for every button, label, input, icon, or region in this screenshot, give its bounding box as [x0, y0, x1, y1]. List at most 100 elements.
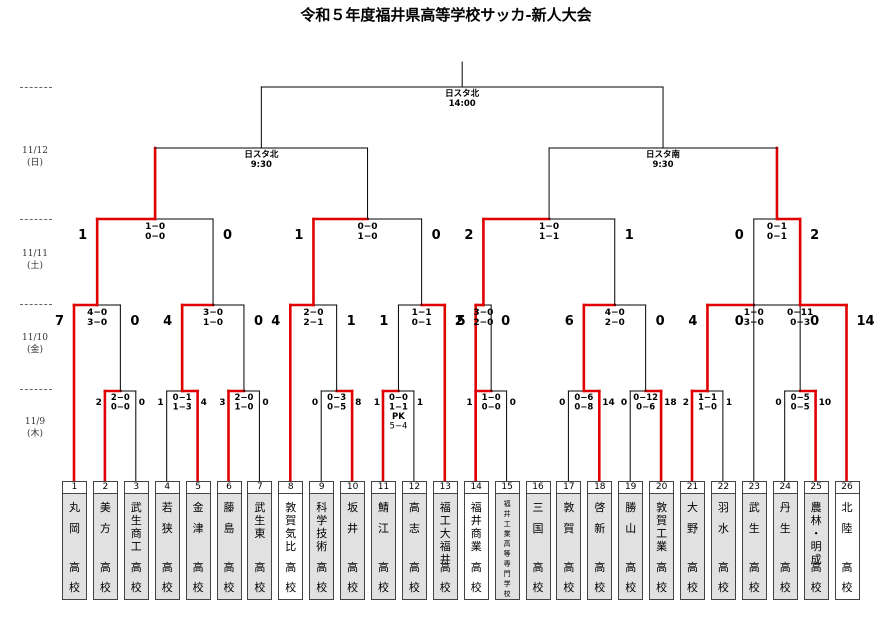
half-score: 1−1 — [698, 393, 717, 403]
half-score: 0−0 — [358, 222, 378, 232]
team-score: 1 — [379, 314, 388, 329]
team-name: 啓新 — [594, 501, 606, 535]
team-score: 5 — [457, 314, 466, 329]
team-name: 武生 — [748, 501, 760, 535]
team-school-suffix: 高校 — [254, 561, 266, 594]
team-school-suffix: 高校 — [316, 561, 328, 594]
half-score: 4−0 — [87, 308, 107, 318]
half-score: 3−0 — [87, 318, 107, 328]
half-score: 0−6 — [636, 403, 655, 413]
team-school-suffix: 高校 — [408, 561, 420, 594]
team-score: 0 — [130, 314, 139, 329]
team-school-suffix: 高校 — [99, 561, 111, 594]
half-score: 3−0 — [203, 308, 223, 318]
team-name: 藤島 — [223, 501, 235, 535]
team-score: 4 — [201, 398, 207, 408]
team-score: 8 — [355, 398, 361, 408]
team-name: 高志 — [408, 501, 420, 535]
half-score: 1−0 — [698, 403, 717, 413]
date-label-round1: 11/9 (木) — [12, 416, 58, 440]
team-score: 0 — [432, 228, 441, 243]
team-school-suffix: 高校 — [748, 561, 760, 594]
date-label-quarterfinal: 11/11 (土) — [12, 248, 58, 272]
date-day: 11/12 — [22, 146, 48, 156]
half-score: 0−5 — [791, 403, 810, 413]
team-name: 鯖江 — [378, 501, 389, 535]
team-score: 0 — [501, 314, 510, 329]
half-score: 2−0 — [234, 393, 253, 403]
team-score: 1 — [466, 398, 472, 408]
half-score: 0−11 — [787, 308, 813, 318]
pk-label: PK — [392, 412, 405, 422]
half-score: 2−0 — [111, 393, 130, 403]
team-score: 10 — [819, 398, 832, 408]
team-school-suffix: 高校 — [285, 561, 297, 594]
team-number: 22 — [711, 482, 735, 494]
team-school-suffix: 高校 — [223, 561, 235, 594]
half-score: 0−0 — [389, 393, 408, 403]
half-score: 1−1 — [539, 232, 559, 242]
team-school-suffix: 高校 — [594, 561, 606, 594]
team-score: 0 — [559, 398, 565, 408]
date-day: 11/11 — [22, 249, 48, 259]
team-number: 18 — [588, 482, 612, 494]
team-score: 7 — [55, 314, 64, 329]
team-score: 0 — [621, 398, 627, 408]
team-score: 1 — [157, 398, 163, 408]
team-number: 8 — [279, 482, 303, 494]
team-number: 9 — [310, 482, 334, 494]
date-weekday: (木) — [26, 429, 44, 439]
team-number: 2 — [93, 482, 117, 494]
half-score: 0−0 — [111, 403, 130, 413]
date-label-semifinal: 11/12 (日) — [12, 145, 58, 169]
team-number: 3 — [124, 482, 148, 494]
team-score: 0 — [254, 314, 263, 329]
team-number: 21 — [681, 482, 704, 494]
team-name: 敦賀気比 — [285, 501, 297, 553]
team-name: 敦賀 — [563, 501, 575, 535]
team-school-suffix: 高校 — [532, 561, 544, 594]
team-school-suffix: 高校 — [439, 561, 451, 594]
venue-label: 日スタ北 — [445, 88, 480, 99]
team-name: 大野 — [687, 501, 698, 535]
half-score: 1−1 — [412, 308, 432, 318]
pk-score: 5−4 — [389, 422, 407, 432]
team-score: 1 — [294, 228, 303, 243]
team-number: 6 — [217, 482, 241, 494]
team-score: 0 — [775, 398, 781, 408]
team-score: 0 — [735, 314, 744, 329]
team-school-suffix: 高校 — [69, 561, 80, 594]
team-name: 農林・明成 — [810, 501, 822, 566]
team-score: 1 — [347, 314, 356, 329]
team-number: 1 — [63, 482, 86, 494]
team-school-suffix: 高校 — [378, 561, 389, 594]
team-name: 金津 — [192, 501, 204, 535]
team-school-suffix: 高校 — [687, 561, 698, 594]
team-number: 17 — [557, 482, 581, 494]
team-box-23: 23 武生高校 — [741, 481, 767, 600]
team-score: 1 — [78, 228, 87, 243]
match-time: 9:30 — [251, 160, 272, 170]
team-score: 0 — [139, 398, 145, 408]
team-score: 4 — [163, 314, 172, 329]
team-school-suffix: 高校 — [563, 561, 575, 594]
team-score: 4 — [271, 314, 280, 329]
team-number: 19 — [619, 482, 643, 494]
team-score: 1 — [726, 398, 732, 408]
team-number: 26 — [835, 482, 859, 494]
half-score: 0−6 — [574, 393, 593, 403]
team-score: 0 — [735, 228, 744, 243]
half-score: 0−8 — [574, 403, 593, 413]
team-number: 24 — [773, 482, 797, 494]
team-name: 羽水 — [717, 501, 729, 535]
team-score: 2 — [455, 314, 464, 329]
team-score: 1 — [374, 398, 380, 408]
team-number: 23 — [742, 482, 766, 494]
